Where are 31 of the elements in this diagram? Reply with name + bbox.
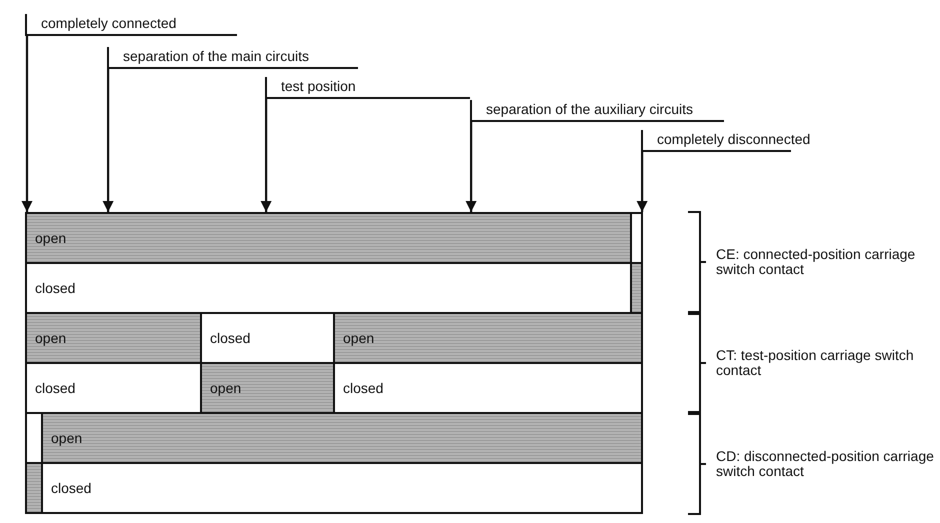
state-text: open xyxy=(343,330,374,346)
leader-line xyxy=(22,36,32,212)
contact-state-bar xyxy=(41,462,643,514)
state-text: open xyxy=(35,230,66,246)
state-text: open xyxy=(35,330,66,346)
leader-line xyxy=(636,152,648,212)
contact-state-bar xyxy=(41,412,643,464)
state-text: closed xyxy=(51,480,92,496)
position-label-text: separation of the main circuits xyxy=(123,48,309,64)
state-text: open xyxy=(51,430,82,446)
state-text: open xyxy=(210,380,242,396)
leader-line xyxy=(260,99,272,212)
state-text: closed xyxy=(343,380,384,396)
row-group-label: CT: test-position carriage switch contact xyxy=(716,348,915,378)
contact-state-bar xyxy=(25,312,202,364)
contact-state-strip xyxy=(630,262,643,314)
contact-state-bar xyxy=(200,362,335,414)
leader-line xyxy=(466,122,477,212)
contact-state-bar xyxy=(25,212,632,264)
position-label-text: completely disconnected xyxy=(657,131,810,147)
position-label-text: test position xyxy=(281,78,356,94)
row-group-label: CD: disconnected-position carriage switch contact xyxy=(716,449,935,479)
contact-state-bar xyxy=(333,312,643,364)
state-text: closed xyxy=(35,380,76,396)
state-text: closed xyxy=(35,280,76,296)
row-group-label: CE: connected-position carriage switch contact xyxy=(716,247,916,277)
position-label-text: completely connected xyxy=(41,15,176,31)
leader-line xyxy=(102,69,114,212)
contact-state-strip xyxy=(630,212,643,264)
position-label-text: separation of the auxiliary circuits xyxy=(486,101,693,117)
state-text: closed xyxy=(210,330,250,346)
